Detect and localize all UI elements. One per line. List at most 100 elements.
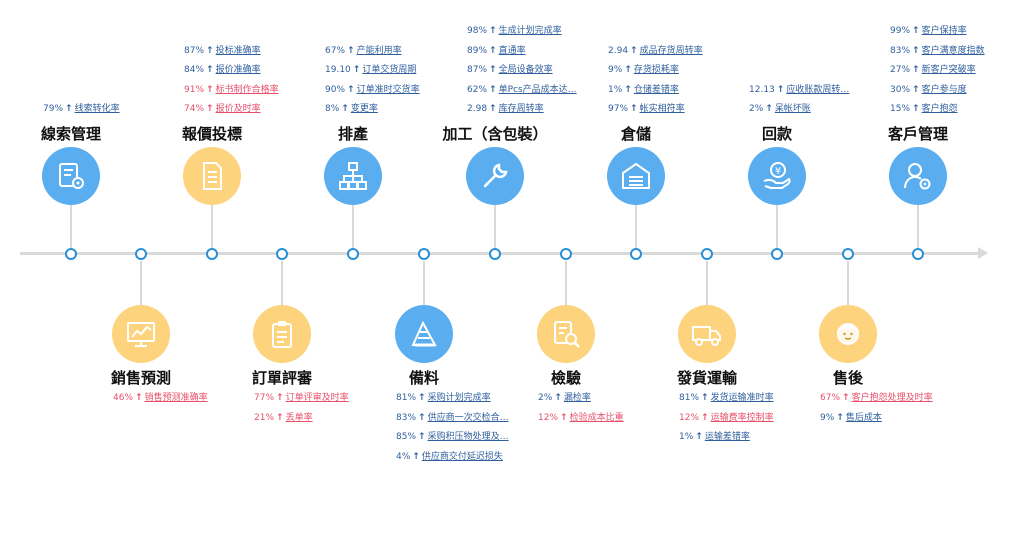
stage-order-circle[interactable] (253, 305, 311, 363)
metric-link[interactable]: 运输费率控制率 (710, 412, 774, 423)
stage-process-circle[interactable] (466, 147, 524, 205)
metric-link[interactable]: 供应商交付延迟损失 (421, 451, 503, 462)
metric-link[interactable]: 客户参与度 (921, 84, 967, 95)
metric-value: 19.10 (325, 65, 351, 75)
arrow-up-icon: ↑ (836, 412, 844, 423)
metric-link[interactable]: 直通率 (498, 45, 526, 56)
stage-aftersale-timeline-dot (842, 248, 854, 260)
metric-link[interactable]: 客户抱怨 (921, 104, 958, 114)
metric-link[interactable]: 变更率 (350, 104, 378, 114)
metric-link[interactable]: 丢单率 (285, 412, 313, 423)
stage-order-title: 訂單評審 (251, 369, 312, 387)
stage-quote-metric: 91%↑标书制作合格率 (184, 84, 279, 96)
metric-link[interactable]: 漏检率 (563, 393, 591, 403)
stage-payment-connector (776, 205, 778, 248)
stage-customer-timeline-dot (912, 248, 924, 260)
metric-value: 1% (679, 432, 694, 442)
metric-link[interactable]: 全局设备效率 (498, 65, 553, 75)
stage-delivery-circle[interactable] (678, 305, 736, 363)
metric-link[interactable]: 帐实相符率 (639, 104, 685, 114)
arrow-up-icon: ↑ (695, 432, 703, 442)
arrow-up-icon: ↑ (624, 65, 632, 75)
stage-schedule-metric: 90%↑订单准时交货率 (325, 84, 420, 96)
stage-quote-circle[interactable] (183, 147, 241, 205)
metric-link[interactable]: 客户保持率 (921, 26, 967, 36)
stage-quote-metric: 84%↑报价准确率 (184, 64, 261, 76)
metric-link[interactable]: 仓储差错率 (633, 84, 679, 95)
arrow-up-icon: ↑ (276, 412, 284, 423)
metric-link[interactable]: 销售预测准确率 (144, 393, 208, 403)
stage-quote-metric: 74%↑报价及时率 (184, 103, 261, 115)
stage-forecast-circle[interactable] (112, 305, 170, 363)
metric-link[interactable]: 报价及时率 (215, 104, 261, 114)
stage-material-metric: 83%↑供应商一次交检合… (396, 412, 509, 424)
metric-link[interactable]: 呆帐坏账 (774, 104, 811, 114)
arrow-up-icon: ↑ (347, 45, 355, 56)
stage-customer-metric: 15%↑客户抱怨 (890, 103, 958, 115)
stage-schedule-metric: 8%↑变更率 (325, 103, 378, 115)
metric-value: 87% (184, 45, 205, 56)
stage-inspect-timeline-dot (560, 248, 572, 260)
metric-link[interactable]: 线索转化率 (74, 104, 120, 114)
metric-link[interactable]: 存货损耗率 (633, 65, 679, 75)
metric-link[interactable]: 成品存货周转率 (639, 45, 703, 56)
metric-link[interactable]: 订单评审及时率 (285, 393, 349, 403)
arrow-up-icon: ↑ (341, 104, 349, 114)
metric-link[interactable]: 报价准确率 (215, 65, 261, 75)
metric-link[interactable]: 标书制作合格率 (215, 84, 279, 95)
arrow-up-icon: ↑ (135, 393, 143, 403)
stage-delivery-title: 發貨運輸 (676, 369, 737, 387)
metric-link[interactable]: 采购积压物处理及… (427, 432, 509, 442)
stage-material-circle[interactable] (395, 305, 453, 363)
stage-quote-metric: 87%↑投标准确率 (184, 45, 261, 57)
stage-quote-connector (211, 205, 213, 248)
metric-link[interactable]: 售后成本 (845, 412, 882, 423)
metric-link[interactable]: 订单准时交货率 (356, 84, 420, 95)
stage-process-metric: 87%↑全局设备效率 (467, 64, 553, 76)
stage-warehouse-title: 倉儲 (620, 125, 651, 143)
metric-link[interactable]: 投标准确率 (215, 45, 261, 56)
metric-link[interactable]: 应收账款周转… (786, 84, 850, 95)
stage-process-title: 加工（含包裝） (442, 125, 548, 143)
stage-order-connector (281, 261, 283, 305)
stage-schedule-connector (352, 205, 354, 248)
stage-warehouse-timeline-dot (630, 248, 642, 260)
stage-payment-circle[interactable]: ¥ (748, 147, 806, 205)
stage-inspect-circle[interactable] (537, 305, 595, 363)
metric-link[interactable]: 库存周转率 (498, 104, 544, 114)
metric-value: 67% (820, 393, 841, 403)
stage-warehouse-metric: 9%↑存货损耗率 (608, 64, 679, 76)
stage-material-metric: 81%↑采购计划完成率 (396, 392, 491, 404)
metric-link[interactable]: 生成计划完成率 (498, 26, 562, 36)
arrow-up-icon: ↑ (560, 412, 568, 423)
metric-value: 8% (325, 104, 340, 114)
metric-link[interactable]: 单Pcs产品成本达… (498, 84, 577, 95)
stage-forecast-timeline-dot (135, 248, 147, 260)
stage-process-metric: 98%↑生成计划完成率 (467, 25, 562, 37)
metric-link[interactable]: 供应商一次交检合… (427, 412, 509, 423)
arrow-up-icon: ↑ (418, 412, 426, 423)
arrow-up-icon: ↑ (912, 104, 920, 114)
metric-link[interactable]: 检验成本比重 (569, 412, 624, 423)
metric-link[interactable]: 产能利用率 (356, 45, 402, 56)
stage-inspect-title: 檢驗 (550, 369, 581, 387)
stage-process-metric: 2.98↑库存周转率 (467, 103, 544, 115)
stage-schedule-circle[interactable] (324, 147, 382, 205)
stage-forecast-metric: 46%↑销售预测准确率 (113, 392, 208, 404)
stage-aftersale-circle[interactable] (819, 305, 877, 363)
stage-customer-title: 客戶管理 (887, 125, 948, 143)
metric-link[interactable]: 发货运输准时率 (710, 393, 774, 403)
metric-value: 79% (43, 104, 64, 114)
stage-leads-circle[interactable] (42, 147, 100, 205)
metric-link[interactable]: 客户抱怨处理及时率 (851, 393, 933, 403)
stage-warehouse-circle[interactable] (607, 147, 665, 205)
stage-customer-circle[interactable] (889, 147, 947, 205)
metric-link[interactable]: 客户满意度指数 (921, 45, 985, 56)
metric-link[interactable]: 运输差错率 (704, 432, 750, 442)
stage-warehouse-metric: 2.94↑成品存货周转率 (608, 45, 703, 57)
metric-value: 99% (890, 26, 911, 36)
metric-link[interactable]: 新客户突破率 (921, 65, 976, 75)
metric-link[interactable]: 订单交货周期 (362, 65, 417, 75)
arrow-up-icon: ↑ (206, 65, 214, 75)
metric-link[interactable]: 采购计划完成率 (427, 393, 491, 403)
